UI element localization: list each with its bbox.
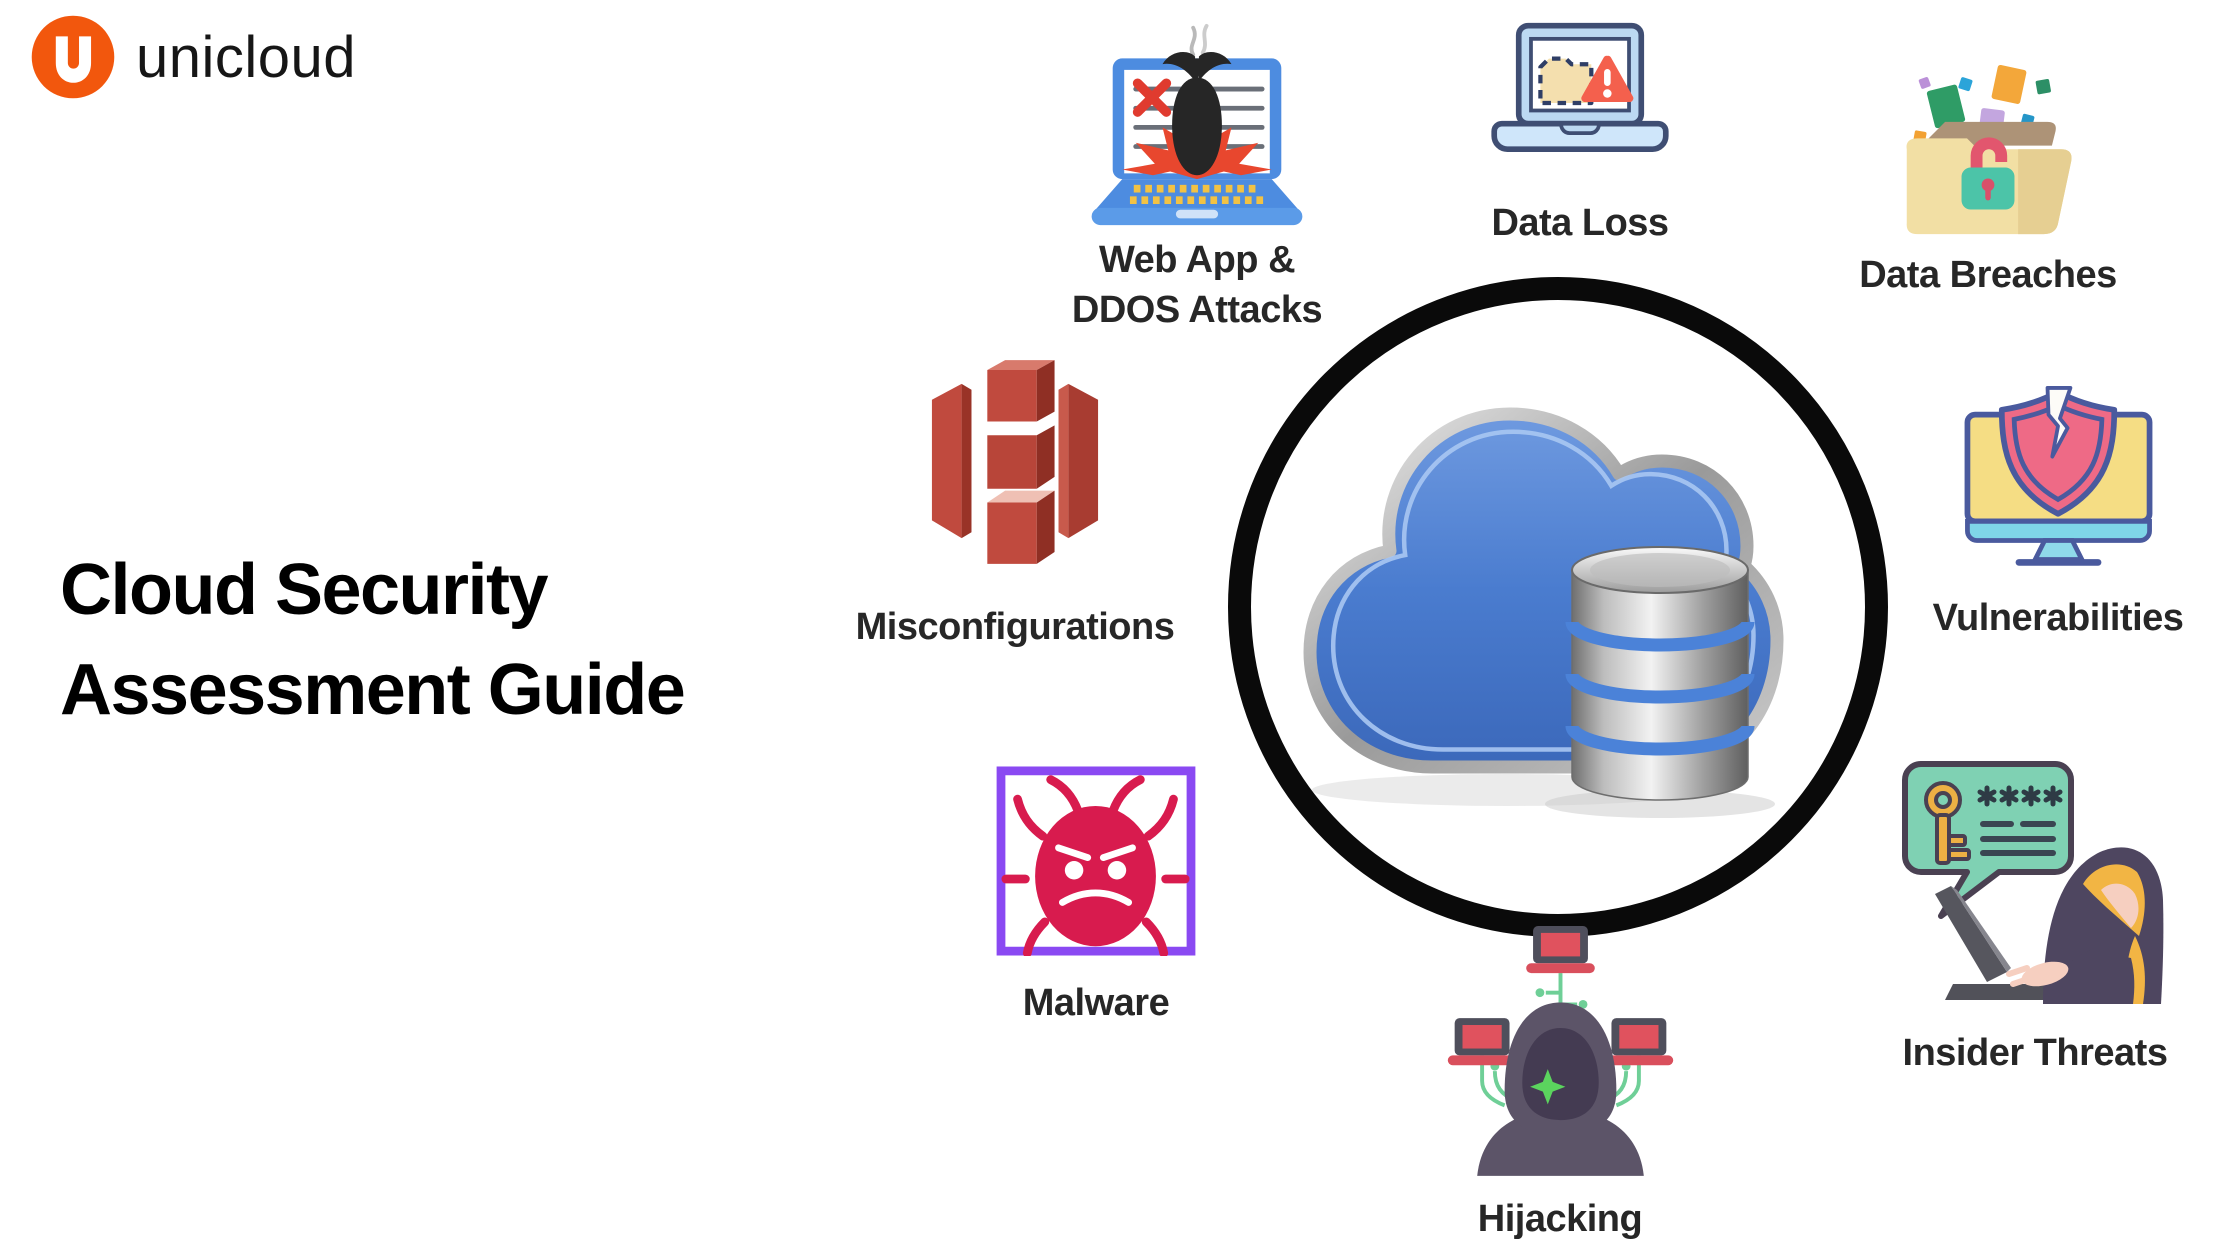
label-insider-threats: Insider Threats — [1902, 1032, 2168, 1074]
bomb-laptop-icon — [1091, 23, 1303, 226]
threat-misconfigurations: Misconfigurations — [825, 356, 1205, 652]
cracked-shield-monitor-icon — [1964, 386, 2152, 566]
threat-data-breaches: Data Breaches — [1788, 58, 2188, 300]
unicloud-logo-icon — [31, 15, 115, 99]
label-misconfigurations: Misconfigurations — [855, 606, 1175, 648]
storage-bucket-icon — [931, 360, 1099, 564]
bug-icon — [996, 766, 1196, 956]
laptop-warning-icon — [1491, 22, 1669, 152]
hooded-botnet-icon — [1447, 926, 1673, 1176]
threat-data-loss: Data Loss — [1400, 20, 1760, 248]
brand-logo: unicloud — [30, 14, 356, 100]
open-folder-leak-icon — [1906, 64, 2072, 235]
label-vulnerabilities: Vulnerabilities — [1932, 597, 2184, 639]
page-title-line2: Assessment Guide — [60, 650, 686, 730]
hacker-password-bubble-icon — [1902, 761, 2164, 1004]
threat-hijacking: Hijacking — [1380, 924, 1740, 1244]
threat-vulnerabilities: Vulnerabilities — [1868, 386, 2240, 643]
page-title: Cloud Security Assessment Guide — [60, 540, 820, 740]
label-hijacking: Hijacking — [1477, 1198, 1643, 1240]
label-data-loss: Data Loss — [1491, 202, 1669, 244]
threat-web-app-ddos-attacks: Web App & DDOS Attacks — [987, 22, 1407, 335]
label-web-app-ddos-attacks: Web App & DDOS Attacks — [1071, 239, 1323, 331]
label-data-breaches: Data Breaches — [1859, 254, 2117, 296]
cloud-with-database-icon — [1303, 407, 1784, 818]
threat-insider-threats: Insider Threats — [1835, 752, 2235, 1078]
page-title-line1: Cloud Security — [60, 550, 549, 630]
label-malware: Malware — [1022, 982, 1170, 1024]
threat-malware: Malware — [931, 766, 1261, 1028]
brand-name: unicloud — [136, 24, 357, 90]
